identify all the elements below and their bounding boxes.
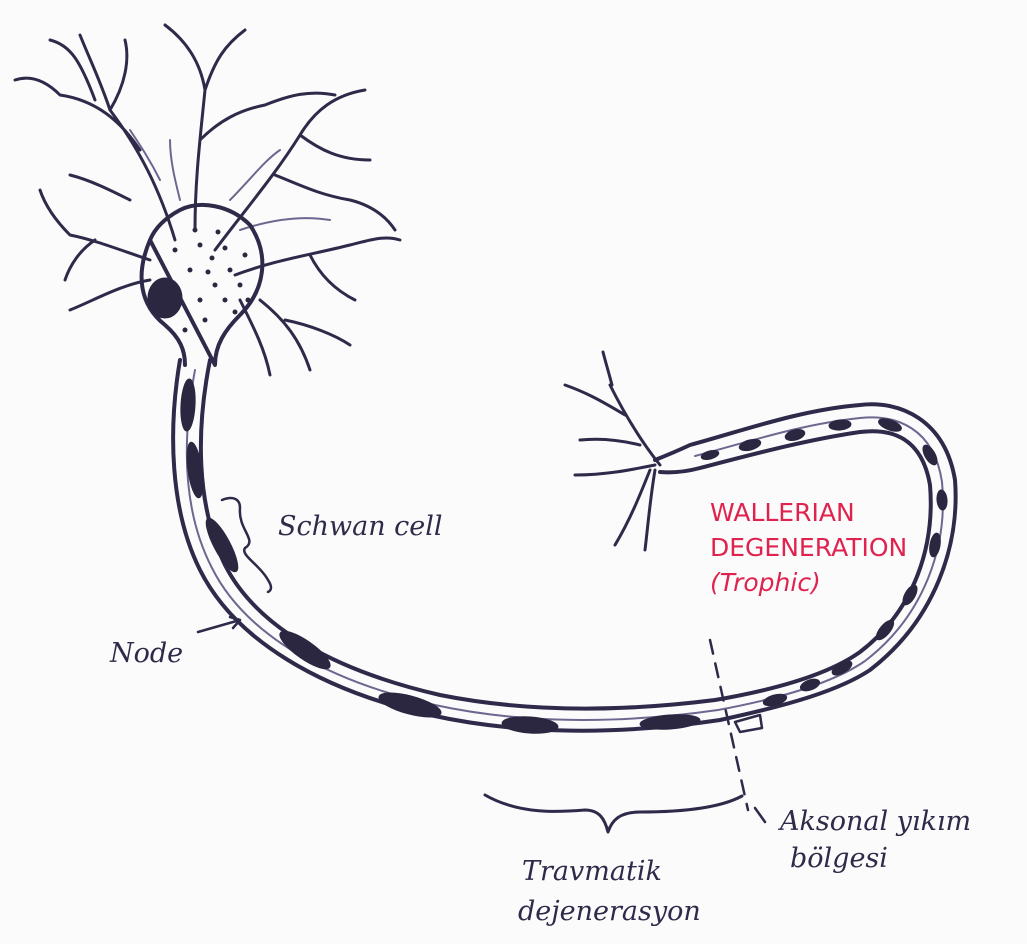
- myelin-segments: [180, 379, 701, 735]
- traumatic-line-2: dejenerasyon: [518, 898, 701, 926]
- dendrites: [15, 25, 400, 375]
- node-label: Node: [110, 640, 183, 668]
- annotations: [198, 498, 765, 832]
- axonal-line-2: bölgesi: [790, 845, 888, 873]
- wallerian-line-3: (Trophic): [710, 570, 821, 596]
- schwann-cell-label: Schwan cell: [278, 513, 443, 541]
- nucleus: [148, 278, 182, 318]
- axonal-pointer: [755, 808, 765, 822]
- traumatic-line-1: Travmatik: [522, 858, 662, 886]
- cut-line: [710, 640, 748, 810]
- wallerian-line-1: WALLERIAN: [710, 500, 855, 526]
- axon-terminals: [565, 352, 660, 550]
- axonal-line-1: Aksonal yıkım: [780, 808, 971, 836]
- traumatic-brace: [485, 795, 742, 832]
- node-arrow: [198, 617, 240, 632]
- wallerian-line-2: DEGENERATION: [710, 535, 907, 561]
